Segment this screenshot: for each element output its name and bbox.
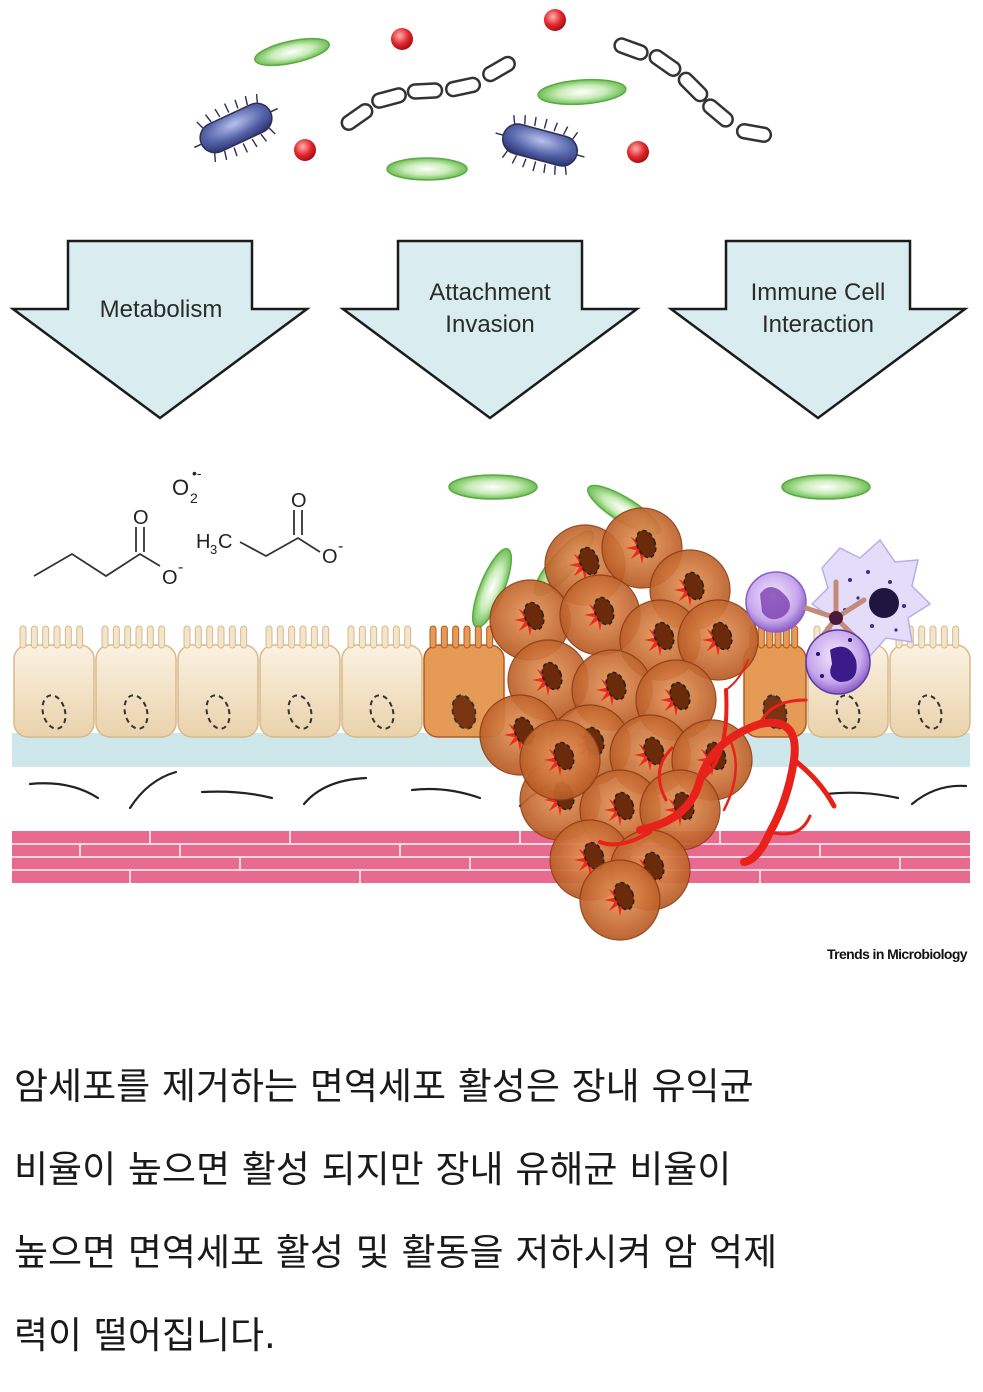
caption-line: 암세포를 제거하는 면역세포 활성은 장내 유익균	[14, 1065, 754, 1108]
tumor-mass	[479, 507, 759, 941]
arrow-label-metabolism: Metabolism	[100, 296, 223, 323]
muscle-layer	[12, 831, 970, 883]
tumor-cell	[519, 719, 601, 801]
dendritic-cell	[803, 579, 867, 645]
svg-text:3: 3	[210, 542, 217, 557]
propionate-oxygen-minus: O	[322, 546, 338, 568]
svg-text:C: C	[218, 531, 232, 553]
tumor-cell	[677, 599, 759, 681]
propionate-structure	[239, 510, 321, 558]
svg-text:-: -	[338, 538, 343, 555]
neutrophil	[805, 629, 871, 695]
svg-text:H: H	[196, 531, 210, 553]
epithelial-cell	[177, 625, 259, 738]
red-coccus	[294, 9, 649, 163]
svg-text:2: 2	[190, 490, 198, 506]
butyrate-oxygen: O	[133, 507, 149, 529]
caption-line: 비율이 높으면 활성 되지만 장내 유해균 비율이	[14, 1148, 732, 1191]
arrow-attachment-invasion: Attachment Invasion	[339, 239, 641, 420]
propionate-oxygen: O	[291, 490, 307, 512]
eosinophil	[745, 571, 807, 633]
arrow-label-interaction: Interaction	[762, 311, 874, 338]
caption-line: 높으면 면역세포 활성 및 활동을 저하시켜 암 억제	[14, 1231, 778, 1274]
epithelial-cell	[95, 625, 177, 738]
journal-credit: Trends in Microbiology	[827, 946, 968, 962]
svg-text:-: -	[178, 559, 183, 576]
arrow-label-invasion: Invasion	[445, 311, 534, 338]
microbes-top	[194, 9, 773, 181]
superoxide-label: O 2 •-	[172, 465, 202, 506]
flagellated-rod-bacterium	[194, 94, 585, 175]
metabolites: O 2 •- O O - H 3 C O O -	[33, 465, 343, 589]
butyrate-oxygen-minus: O	[162, 567, 178, 589]
epithelial-cell	[423, 625, 505, 738]
propionate-methyl-label: H 3 C	[196, 531, 232, 557]
arrow-label-attachment: Attachment	[429, 279, 551, 306]
epithelial-cell	[341, 625, 423, 738]
mechanism-arrows: Metabolism Attachment Invasion Immune Ce…	[9, 239, 969, 420]
microbiome-cancer-diagram: Metabolism Attachment Invasion Immune Ce…	[9, 9, 971, 962]
arrow-immune-cell-interaction: Immune Cell Interaction	[667, 239, 969, 420]
tumor-cell	[579, 859, 661, 941]
chain-bacteria	[340, 37, 773, 143]
commensal-ellipse-bacterium	[254, 37, 627, 181]
epithelial-cell	[13, 625, 95, 738]
arrow-label-immune-cell: Immune Cell	[751, 279, 886, 306]
immune-cells	[745, 538, 932, 695]
svg-text:•-: •-	[192, 465, 202, 481]
caption-line: 력이 떨어집니다.	[14, 1314, 276, 1357]
epithelial-cell	[259, 625, 341, 738]
epithelial-layer	[13, 625, 971, 738]
butyrate-structure	[33, 527, 161, 578]
caption-paragraph: 암세포를 제거하는 면역세포 활성은 장내 유익균 비율이 높으면 활성 되지만…	[14, 1045, 974, 1377]
blood-vessels	[598, 659, 837, 866]
arrow-metabolism: Metabolism	[9, 239, 311, 420]
svg-text:O: O	[172, 475, 189, 500]
epithelial-cell	[889, 625, 971, 738]
